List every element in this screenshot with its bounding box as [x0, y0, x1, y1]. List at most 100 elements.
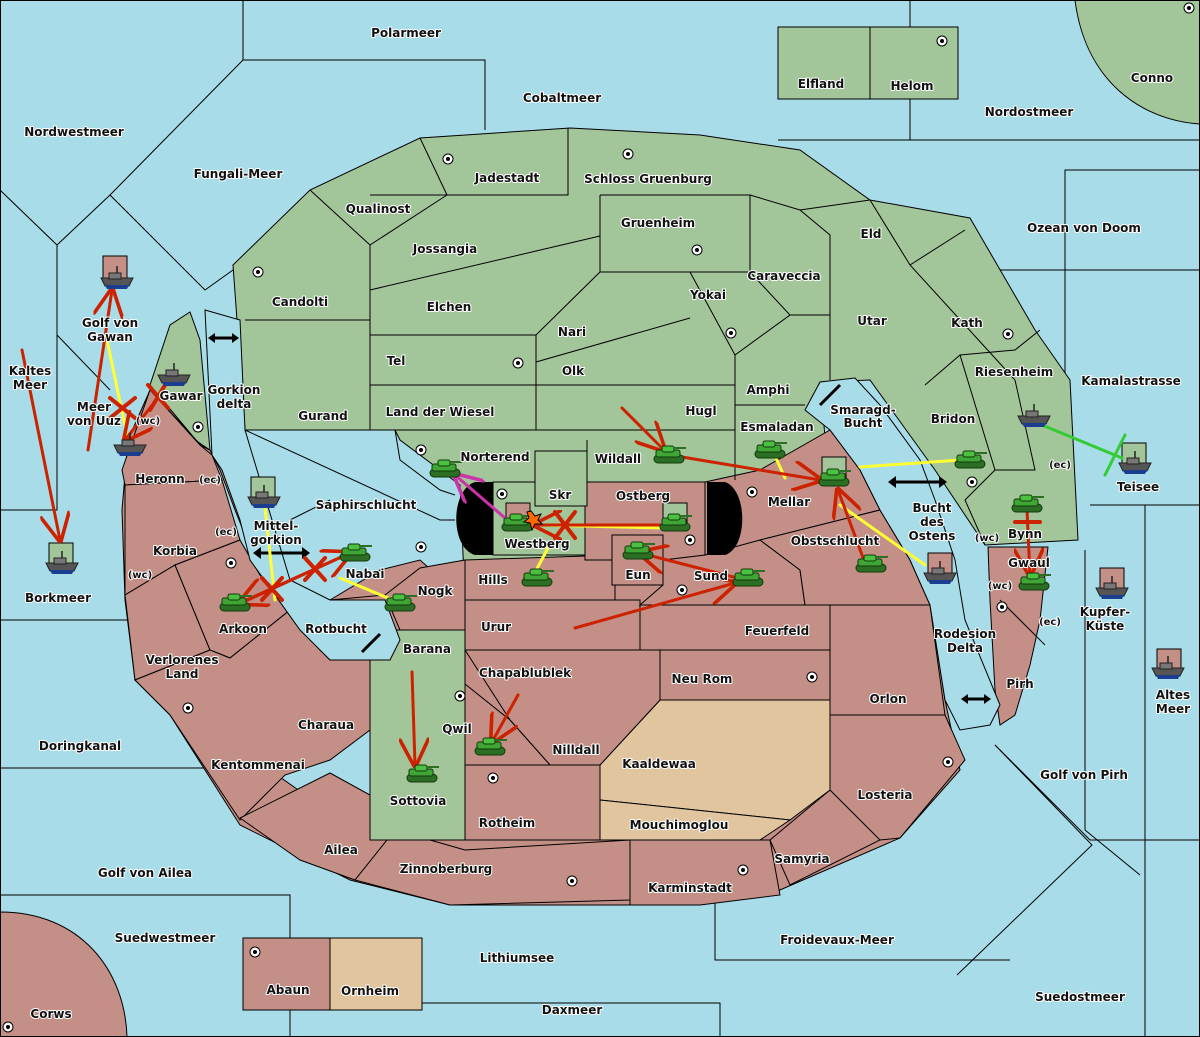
- label-suedostmeer: Suedostmeer: [1035, 990, 1125, 1004]
- dislodged-icon: [522, 510, 544, 532]
- label-bucht-des-ostens: Bucht: [912, 501, 951, 515]
- supply-center-icon: [415, 541, 427, 553]
- label-losteria: Losteria: [857, 788, 912, 802]
- supply-center-icon: [487, 772, 499, 784]
- label-wildall: Wildall: [595, 452, 641, 466]
- label-conno: Conno: [1131, 71, 1173, 85]
- units: [45, 265, 1185, 783]
- label-sund: Sund: [694, 569, 728, 583]
- region-corws[interactable]: [0, 911, 128, 1037]
- label-arkoon: Arkoon: [219, 622, 267, 636]
- label-jadestadt: Jadestadt: [474, 171, 540, 185]
- region-abaun[interactable]: [242, 937, 331, 1011]
- label-ornheim: Ornheim: [341, 984, 399, 998]
- failed-order-marker: [1103, 433, 1127, 477]
- supply-center-icon: [249, 946, 261, 958]
- label-nilldall: Nilldall: [552, 743, 599, 757]
- label-elchen: Elchen: [427, 300, 472, 314]
- label-meer-von-uuz-2: von Uuz: [67, 414, 121, 428]
- label-coast-wc: (wc): [128, 570, 152, 581]
- label-froidevaux-meer: Froidevaux-Meer: [780, 933, 894, 947]
- region-nogk[interactable]: [384, 559, 466, 631]
- label-hills: Hills: [478, 573, 508, 587]
- label-kaltes-meer-2: Meer: [13, 378, 47, 392]
- label-smaragd-bucht: Smaragd-: [830, 403, 895, 417]
- label-altes-meer: Altes: [1156, 688, 1190, 702]
- label-smaragd-bucht-2: Bucht: [843, 416, 882, 430]
- label-daxmeer: Daxmeer: [542, 1003, 603, 1017]
- label-mellar: Mellar: [768, 495, 810, 509]
- label-rodesion-delta-2: Delta: [947, 641, 983, 655]
- label-coast-ec: (ec): [1039, 617, 1061, 628]
- supply-center-icon: [737, 864, 749, 876]
- double-arrow-icon: [818, 383, 842, 407]
- label-eld: Eld: [861, 227, 882, 241]
- failed-order-marker: [108, 396, 137, 420]
- supply-center-icon: [182, 702, 194, 714]
- impassable-east: [707, 482, 743, 555]
- move-order: [492, 693, 520, 742]
- region-ornheim[interactable]: [329, 937, 423, 1011]
- label-mittelgorkion: Mittel-: [254, 519, 299, 533]
- label-fungali-meer: Fungali-Meer: [194, 167, 283, 181]
- label-coast-ec: (ec): [215, 527, 237, 538]
- label-coast-wc: (wc): [988, 581, 1012, 592]
- label-kupfer-kueste-2: Küste: [1086, 619, 1125, 633]
- label-korbia: Korbia: [153, 544, 197, 558]
- label-meer-von-uuz: Meer: [77, 400, 111, 414]
- label-doringkanal: Doringkanal: [39, 739, 121, 753]
- label-candolti: Candolti: [272, 295, 328, 309]
- continent: [121, 127, 1079, 906]
- move-order: [620, 406, 664, 450]
- region-pirh-gwaul[interactable]: [987, 546, 1049, 726]
- label-kath: Kath: [951, 316, 983, 330]
- supply-center-icon: [942, 756, 954, 768]
- failed-order-marker: [260, 576, 284, 602]
- label-obstschlucht: Obstschlucht: [791, 534, 880, 548]
- label-polarmeer: Polarmeer: [371, 26, 441, 40]
- label-utar: Utar: [857, 314, 887, 328]
- move-order: [86, 290, 112, 452]
- convoy-order: [1040, 423, 1124, 460]
- label-jossangia: Jossangia: [412, 242, 477, 256]
- support-order: [858, 458, 962, 469]
- supply-center-icon: [691, 244, 703, 256]
- label-tel: Tel: [387, 354, 406, 368]
- label-eun: Eun: [625, 568, 650, 582]
- region-barana-sottovia[interactable]: [369, 629, 466, 841]
- move-order: [573, 583, 735, 630]
- label-nabai: Nabai: [346, 567, 385, 581]
- label-nogk: Nogk: [418, 584, 454, 598]
- orders: [20, 290, 1127, 765]
- label-nari: Nari: [558, 325, 586, 339]
- label-rotheim: Rotheim: [479, 816, 536, 830]
- label-cobaltmeer: Cobaltmeer: [523, 91, 601, 105]
- label-feuerfeld: Feuerfeld: [745, 624, 810, 638]
- failed-order-marker: [553, 510, 577, 540]
- region-elfland[interactable]: [777, 26, 871, 100]
- label-bridon: Bridon: [931, 412, 976, 426]
- supply-center-icon: [454, 690, 466, 702]
- label-rodesion-delta: Rodesion: [934, 627, 996, 641]
- label-golf-von-ailea: Golf von Ailea: [98, 866, 192, 880]
- move-order: [838, 490, 867, 565]
- retreat-order: [455, 475, 507, 520]
- region-conno[interactable]: [1074, 0, 1200, 125]
- label-samyria: Samyria: [774, 852, 829, 866]
- label-bucht-des-ostens-2: des: [920, 515, 944, 529]
- label-westberg: Westberg: [504, 537, 569, 551]
- label-hugl: Hugl: [685, 404, 716, 418]
- supply-center-icon: [566, 875, 578, 887]
- supply-center-icon: [415, 444, 427, 456]
- label-mittelgorkion-2: gorkion: [250, 533, 302, 547]
- label-saphirschlucht: Saphirschlucht: [316, 498, 417, 512]
- label-coast-wc: (wc): [975, 533, 999, 544]
- failed-order-marker: [303, 556, 327, 582]
- sea-bucht-des-ostens[interactable]: [804, 377, 1001, 731]
- failed-order-marker: [146, 383, 170, 412]
- label-bynn: Bynn: [1008, 527, 1042, 541]
- region-karminstadt[interactable]: [629, 839, 781, 906]
- label-esmaladan: Esmaladan: [740, 420, 813, 434]
